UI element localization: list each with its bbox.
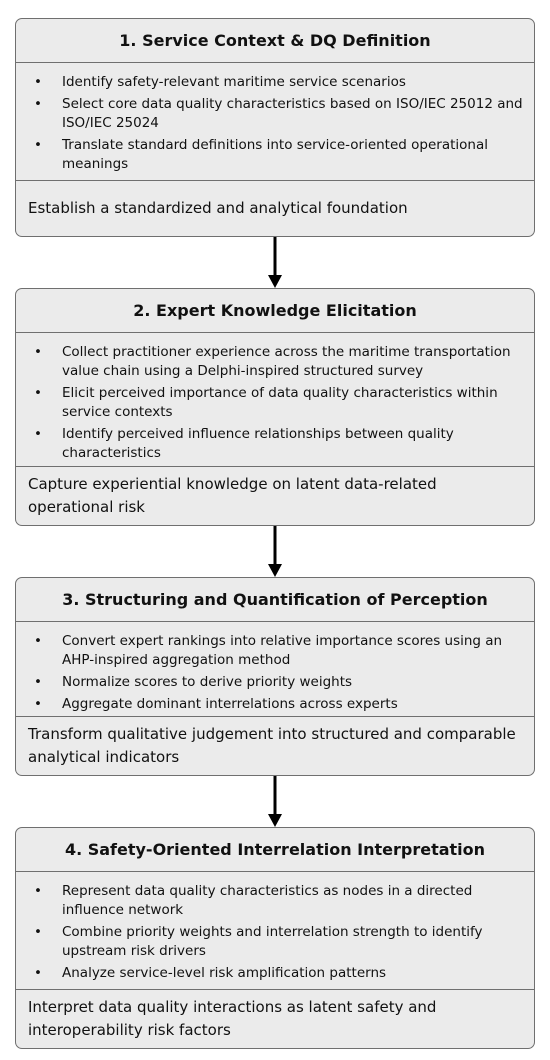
step-2-bullet-1: Collect practitioner experience across t…	[28, 343, 524, 381]
step-1-bullet-3: Translate standard definitions into serv…	[28, 136, 524, 174]
arrow-down-icon	[268, 776, 282, 827]
step-4-bullet-1: Represent data quality characteristics a…	[28, 882, 524, 920]
step-4-summary: Interpret data quality interactions as l…	[28, 998, 437, 1039]
step-4-bullet-2: Combine priority weights and interrelati…	[28, 923, 524, 961]
step-1-summary: Establish a standardized and analytical …	[28, 199, 408, 217]
step-4-bullet-list: Represent data quality characteristics a…	[16, 872, 534, 990]
step-4-box: 4. Safety-Oriented Interrelation Interpr…	[15, 827, 535, 1049]
step-2-bullet-3: Identify perceived influence relationshi…	[28, 425, 524, 463]
step-2-bullet-2: Elicit perceived importance of data qual…	[28, 384, 524, 422]
step-3-bullet-1: Convert expert rankings into relative im…	[28, 632, 524, 670]
step-4-title: 4. Safety-Oriented Interrelation Interpr…	[16, 828, 534, 872]
step-3-box: 3. Structuring and Quantification of Per…	[15, 577, 535, 776]
step-1-box: 1. Service Context & DQ Definition Ident…	[15, 18, 535, 237]
step-1-bullet-2: Select core data quality characteristics…	[28, 95, 524, 133]
step-2-title: 2. Expert Knowledge Elicitation	[16, 289, 534, 333]
step-1-bullet-list: Identify safety-relevant maritime servic…	[16, 63, 534, 181]
arrow-down-icon	[268, 237, 282, 288]
step-3-bullet-3: Aggregate dominant interrelations across…	[28, 695, 524, 714]
step-1-title: 1. Service Context & DQ Definition	[16, 19, 534, 63]
step-2-box: 2. Expert Knowledge Elicitation Collect …	[15, 288, 535, 526]
step-2-bullet-list: Collect practitioner experience across t…	[16, 333, 534, 467]
step-3-bullet-list: Convert expert rankings into relative im…	[16, 622, 534, 717]
step-2-summary: Capture experiential knowledge on latent…	[28, 475, 437, 516]
arrow-down-icon	[268, 526, 282, 577]
step-1-bullet-1: Identify safety-relevant maritime servic…	[28, 73, 524, 92]
step-3-title: 3. Structuring and Quantification of Per…	[16, 578, 534, 622]
step-4-bullet-3: Analyze service-level risk amplification…	[28, 964, 524, 983]
step-3-summary: Transform qualitative judgement into str…	[28, 725, 516, 766]
step-3-bullet-2: Normalize scores to derive priority weig…	[28, 673, 524, 692]
